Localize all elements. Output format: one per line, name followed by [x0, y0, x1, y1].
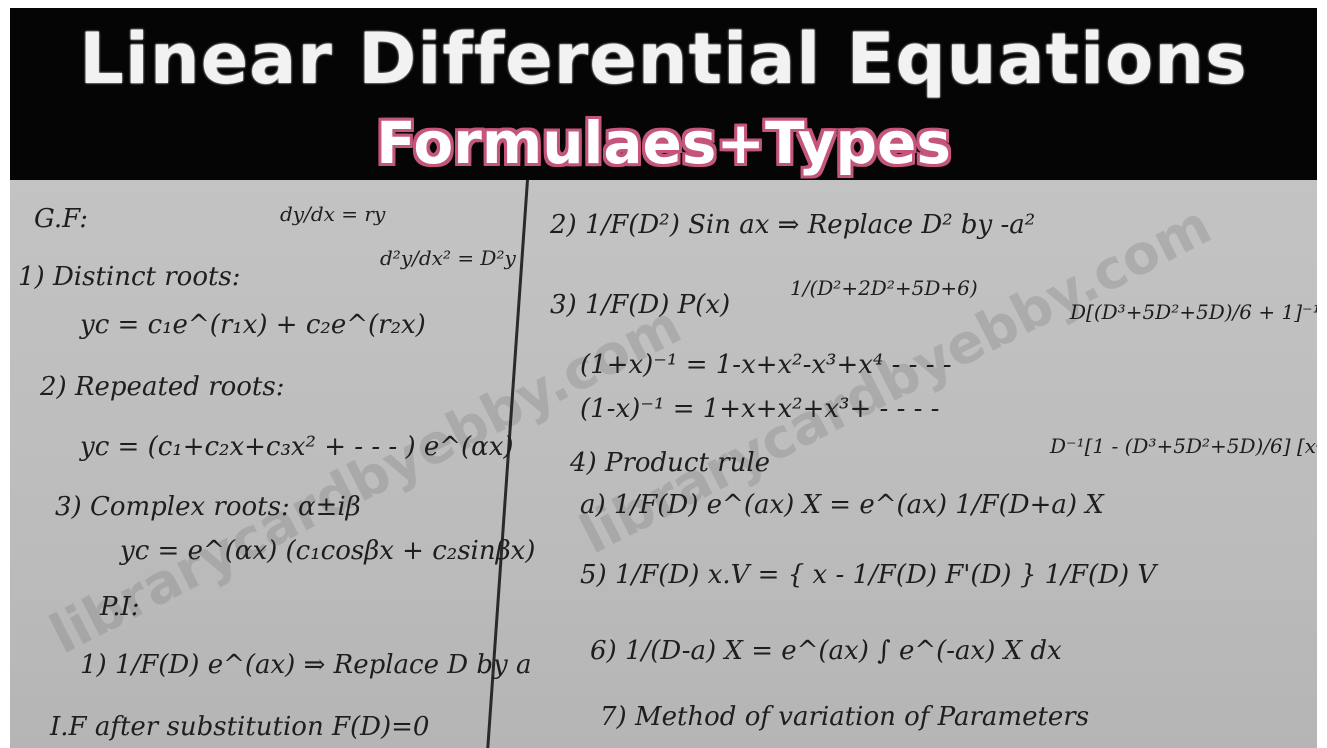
note-line: (1-x)⁻¹ = 1+x+x²+x³+ - - - -: [580, 394, 940, 424]
note-line: 7) Method of variation of Parameters: [600, 702, 1090, 732]
note-line: 5) 1/F(D) x.V = { x - 1/F(D) F'(D) } 1/F…: [580, 560, 1157, 590]
handwritten-notes: librarycardbyebby.com librarycardbyebby.…: [10, 180, 1317, 748]
note-line: (1+x)⁻¹ = 1-x+x²-x³+x⁴ - - - -: [580, 350, 952, 380]
note-line: yc = (c₁+c₂x+c₃x² + - - - ) e^(αx): [80, 432, 514, 462]
note-line: 1) Distinct roots:: [18, 262, 241, 292]
note-line: yc = e^(αx) (c₁cosβx + c₂sinβx): [120, 536, 536, 566]
note-line: a) 1/F(D) e^(ax) X = e^(ax) 1/F(D+a) X: [580, 490, 1104, 520]
note-line: 2) 1/F(D²) Sin ax ⇒ Replace D² by -a²: [550, 210, 1036, 240]
page-title: Linear Differential Equations: [79, 18, 1248, 100]
note-line: I.F after substitution F(D)=0: [50, 712, 430, 742]
thumbnail-frame: Linear Differential Equations Formulaes+…: [10, 8, 1317, 748]
note-line: 6) 1/(D-a) X = e^(ax) ∫ e^(-ax) X dx: [590, 636, 1062, 666]
title-banner: Linear Differential Equations Formulaes+…: [10, 8, 1317, 180]
note-line: 2) Repeated roots:: [40, 372, 285, 402]
note-line: 4) Product rule: [570, 448, 771, 478]
note-line: yc = c₁e^(r₁x) + c₂e^(r₂x): [80, 310, 426, 340]
note-line: d²y/dx² = D²y: [380, 246, 516, 270]
note-line: P.I:: [100, 592, 140, 622]
note-line: D[(D³+5D²+5D)/6 + 1]⁻¹: [1070, 300, 1317, 324]
note-line: 1) 1/F(D) e^(ax) ⇒ Replace D by a: [80, 650, 532, 680]
note-line: 3) Complex roots: α±iβ: [55, 492, 361, 522]
note-line: 1/(D²+2D²+5D+6): [790, 276, 978, 300]
note-line: G.F:: [34, 204, 88, 234]
note-line: 3) 1/F(D) P(x): [550, 290, 731, 320]
note-line: D⁻¹[1 - (D³+5D²+5D)/6] [x²/...]: [1050, 434, 1317, 458]
note-line: dy/dx = ry: [280, 202, 386, 226]
page-subtitle: Formulaes+Types: [376, 109, 951, 177]
